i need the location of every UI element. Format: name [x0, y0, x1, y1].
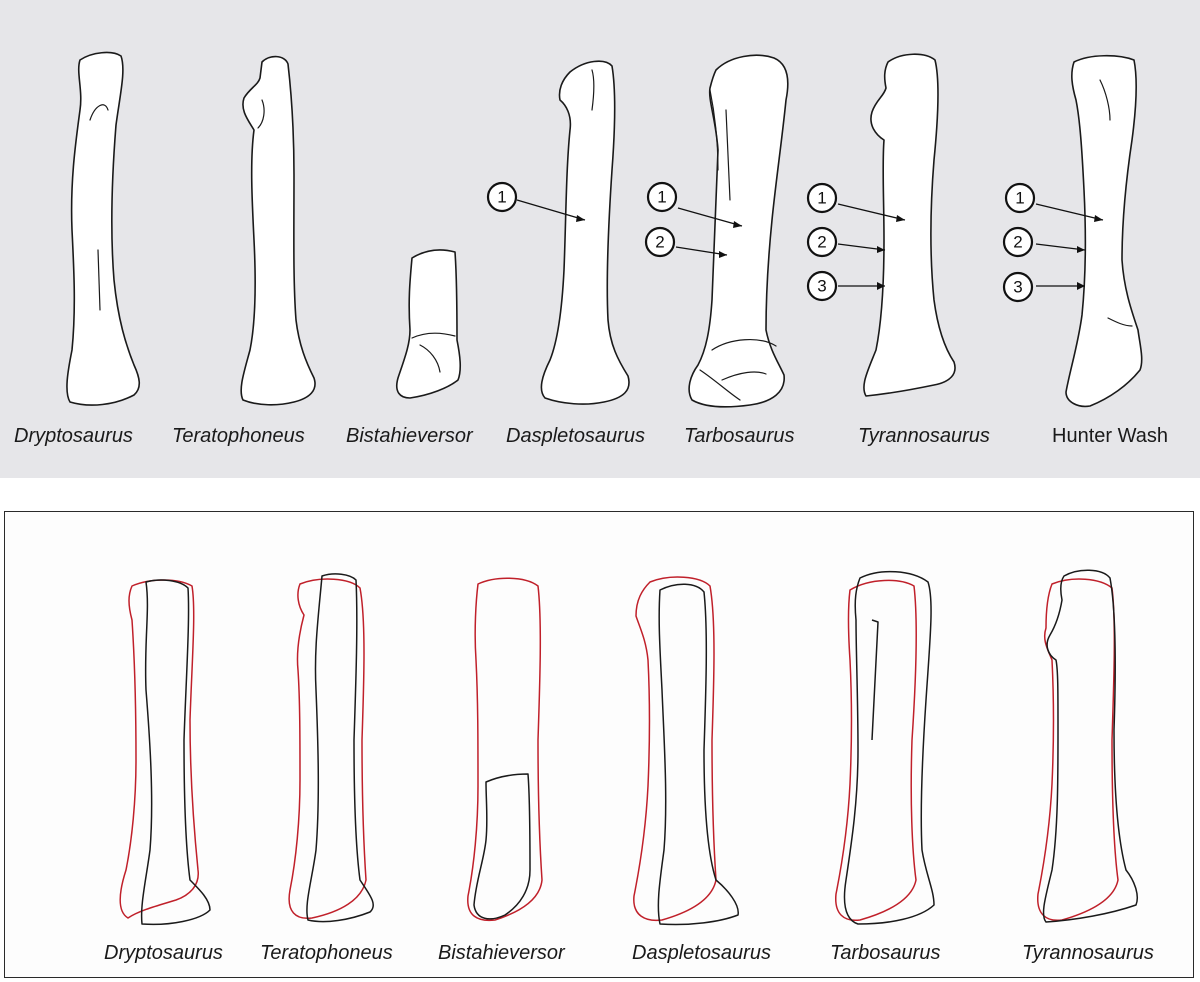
label-bottom-daspletosaurus: Daspletosaurus [632, 942, 771, 964]
label-dryptosaurus: Dryptosaurus [14, 425, 133, 447]
label-bottom-tarbosaurus: Tarbosaurus [830, 942, 941, 964]
overlay-dryptosaurus [119, 579, 211, 926]
marker-number: 2 [1013, 233, 1022, 252]
bone-tyrannosaurus [863, 53, 956, 397]
label-daspletosaurus: Daspletosaurus [506, 425, 645, 447]
bone-bistahieversor [395, 249, 462, 399]
label-teratophoneus: Teratophoneus [172, 425, 305, 447]
marker-number: 2 [817, 233, 826, 252]
marker-number: 2 [655, 233, 664, 252]
overlay-daspletosaurus [633, 576, 739, 926]
bone-teratophoneus [240, 55, 316, 406]
label-bottom-teratophoneus: Teratophoneus [260, 942, 393, 964]
bone-hunter-wash [1065, 54, 1143, 408]
overlay-tarbosaurus [835, 570, 935, 925]
marker-number: 1 [817, 189, 826, 208]
overlay-tyrannosaurus [1037, 569, 1138, 923]
marker-group-tyrannosaurus: 1 2 3 [806, 182, 906, 302]
label-bottom-bistahieversor: Bistahieversor [438, 942, 565, 964]
overlay-bistahieversor [467, 577, 543, 922]
marker-number: 1 [1015, 189, 1024, 208]
marker-group-hunter-wash: 1 2 3 [1002, 182, 1104, 303]
marker-number: 3 [817, 277, 826, 296]
label-hunter-wash: Hunter Wash [1052, 425, 1168, 447]
label-tarbosaurus: Tarbosaurus [684, 425, 795, 447]
label-bottom-dryptosaurus: Dryptosaurus [104, 942, 223, 964]
label-tyrannosaurus: Tyrannosaurus [858, 425, 990, 447]
bone-daspletosaurus [540, 60, 630, 405]
marker-number: 3 [1013, 278, 1022, 297]
label-bistahieversor: Bistahieversor [346, 425, 473, 447]
marker-group-daspletosaurus: 1 [486, 181, 586, 222]
marker-number: 1 [497, 188, 506, 207]
marker-group-tarbosaurus: 1 2 [644, 181, 743, 258]
bone-tarbosaurus [688, 54, 789, 408]
marker-number: 1 [657, 188, 666, 207]
bone-dryptosaurus [66, 51, 141, 406]
overlay-teratophoneus [288, 573, 374, 923]
bottom-overlay-panel [4, 511, 1194, 978]
label-bottom-tyrannosaurus: Tyrannosaurus [1022, 942, 1154, 964]
marker-circle-1 [486, 181, 518, 213]
